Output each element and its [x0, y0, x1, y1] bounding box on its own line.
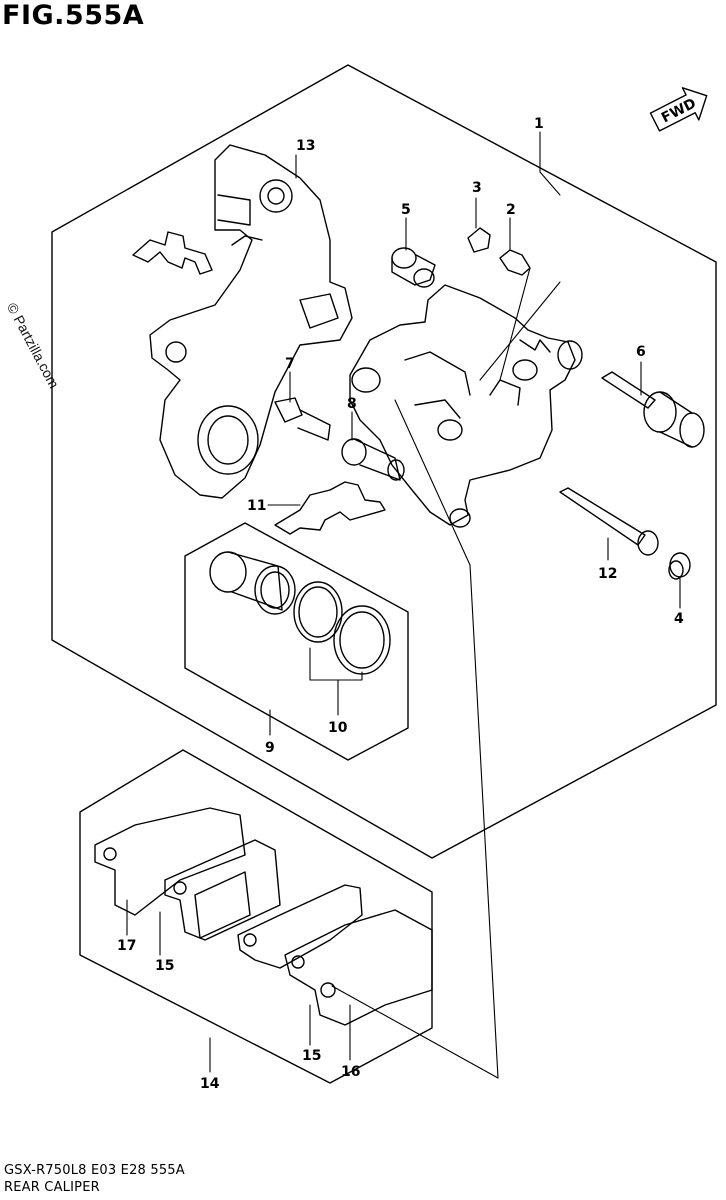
- caliper-bracket-drawing: [149, 144, 353, 499]
- callout-16: 16: [341, 1064, 360, 1080]
- callout-1: 1: [534, 116, 544, 132]
- piston-drawing: [209, 551, 296, 615]
- seal-ring-2: [333, 605, 391, 675]
- callout-15-left: 15: [155, 958, 174, 974]
- callout-7: 7: [285, 356, 295, 372]
- callout-6: 6: [636, 344, 646, 360]
- callout-2: 2: [506, 202, 516, 218]
- fwd-arrow-icon: FWD: [649, 87, 708, 132]
- seal-ring-1: [293, 581, 343, 643]
- part-5-cap: [391, 247, 436, 288]
- part-11-spring: [274, 481, 386, 535]
- callout-17: 17: [117, 938, 136, 954]
- callout-12: 12: [598, 566, 617, 582]
- callout-9: 9: [265, 740, 275, 756]
- pad-group-outline: [79, 749, 433, 1084]
- callout-13: 13: [296, 138, 315, 154]
- callout-10: 10: [328, 720, 348, 736]
- part-6-pin: [601, 371, 705, 448]
- caliper-assembly-outline: [51, 64, 717, 859]
- part-12-pin: [559, 487, 659, 556]
- footer-caption: REAR CALIPER: [4, 1180, 100, 1195]
- callout-5: 5: [401, 202, 411, 218]
- brake-pad-left-pair: [94, 807, 281, 941]
- callout-15-right: 15: [302, 1048, 321, 1064]
- callout-14: 14: [200, 1076, 220, 1092]
- part-2-bleeder: [499, 249, 531, 276]
- callout-8: 8: [347, 396, 357, 412]
- leader-lines: [126, 131, 681, 1079]
- brake-pad-right-pair: [237, 884, 433, 1026]
- part-8-sleeve: [341, 438, 405, 481]
- part-7-bolt: [274, 397, 331, 441]
- callout-11: 11: [247, 498, 266, 514]
- piston-group-outline: [184, 522, 409, 761]
- callout-3: 3: [472, 180, 482, 196]
- callout-4: 4: [674, 611, 684, 627]
- figure-title: FIG.555A: [2, 0, 145, 31]
- part-4-cap: [668, 552, 691, 580]
- caliper-body-drawing: [349, 284, 583, 528]
- part-3-cap: [467, 227, 491, 253]
- footer-model-line: GSX-R750L8 E03 E28 555A: [4, 1163, 185, 1178]
- pad-spring-clip: [132, 231, 213, 275]
